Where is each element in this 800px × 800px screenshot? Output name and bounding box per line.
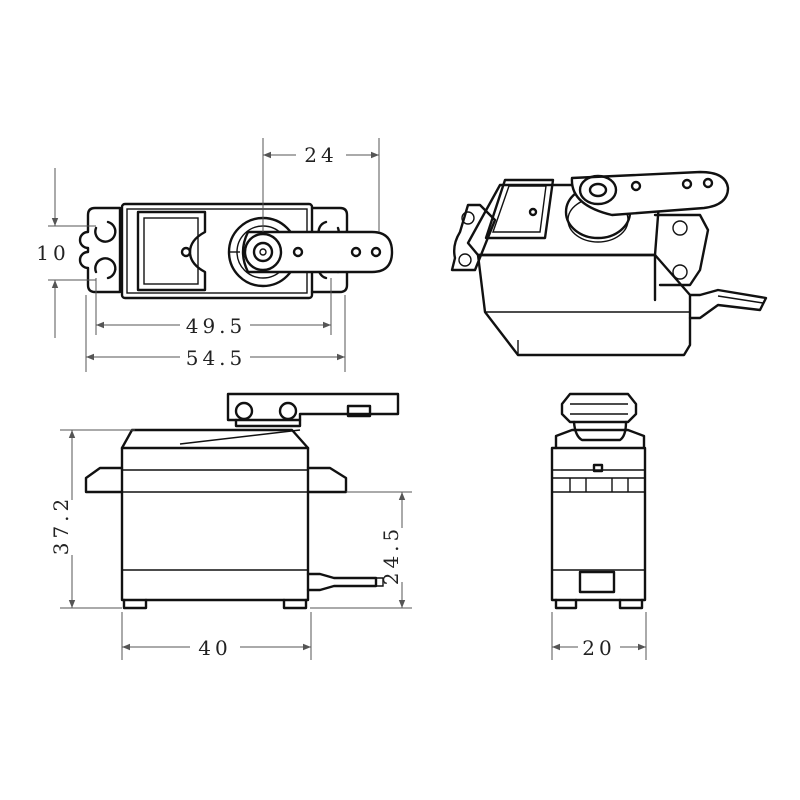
iso-label-plate xyxy=(484,178,555,240)
iso-body-front xyxy=(476,253,692,357)
dim-side-flange-height: 24.5 xyxy=(379,525,403,586)
iso-flange-left xyxy=(450,203,497,272)
dim-side-width: 40 xyxy=(198,636,231,660)
side-view-body xyxy=(120,446,310,602)
side-view xyxy=(84,392,400,610)
top-view-label-plate xyxy=(136,210,207,292)
top-view xyxy=(78,202,394,300)
iso-cable xyxy=(688,288,768,320)
dim-top-arm-span: 24 xyxy=(304,143,337,167)
side-view-dimensions: 37.2 24.5 40 xyxy=(49,429,412,660)
dim-end-depth: 20 xyxy=(582,636,615,660)
iso-servo-horn xyxy=(570,170,730,217)
end-view-horn xyxy=(560,392,638,424)
dim-top-overall-length: 54.5 xyxy=(186,346,247,370)
top-view-servo-horn xyxy=(241,230,394,274)
end-view-connector xyxy=(578,570,616,594)
top-view-dimensions: 24 10 49.5 54.5 xyxy=(36,138,380,372)
dim-top-inner-length: 49.5 xyxy=(186,314,247,338)
iso-flange-right xyxy=(653,213,710,287)
side-view-cable xyxy=(306,572,378,592)
dim-top-hole-pitch: 10 xyxy=(36,241,69,265)
side-view-top-cap xyxy=(120,428,310,450)
dim-side-height: 37.2 xyxy=(49,495,73,556)
isometric-view xyxy=(450,170,768,357)
top-view-flange xyxy=(78,206,122,294)
side-view-horn xyxy=(226,392,400,422)
side-view-flange-left xyxy=(84,466,124,494)
end-view-top-cap xyxy=(554,428,646,450)
end-view xyxy=(550,392,647,610)
side-view-flange-right xyxy=(306,466,348,494)
end-view-body xyxy=(550,446,647,602)
end-view-dimensions: 20 xyxy=(551,612,647,660)
